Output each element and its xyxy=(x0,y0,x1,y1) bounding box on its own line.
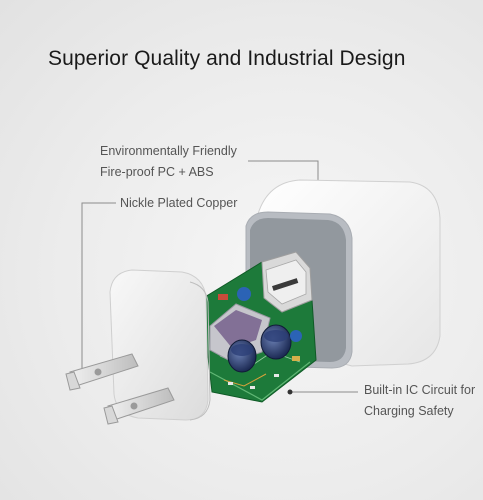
callout-environment-line1: Environmentally Friendly xyxy=(100,144,237,158)
leader-copper xyxy=(81,202,116,380)
headline: Superior Quality and Industrial Design xyxy=(48,47,406,70)
callout-environment: Environmentally Friendly Fire-proof PC +… xyxy=(100,141,237,183)
usb-port-icon xyxy=(261,251,313,313)
callout-circuit-line1: Built-in IC Circuit for xyxy=(364,383,476,397)
callout-circuit-line2: Charging Safety xyxy=(364,404,454,418)
callout-circuit: Built-in IC Circuit for Charging Safety xyxy=(364,380,475,422)
callout-environment-line2: Fire-proof PC + ABS xyxy=(100,165,214,179)
prongs-icon xyxy=(65,353,175,425)
callout-copper: Nickle Plated Copper xyxy=(120,196,238,210)
components xyxy=(209,287,302,373)
leader-circuit-dot xyxy=(287,389,293,395)
